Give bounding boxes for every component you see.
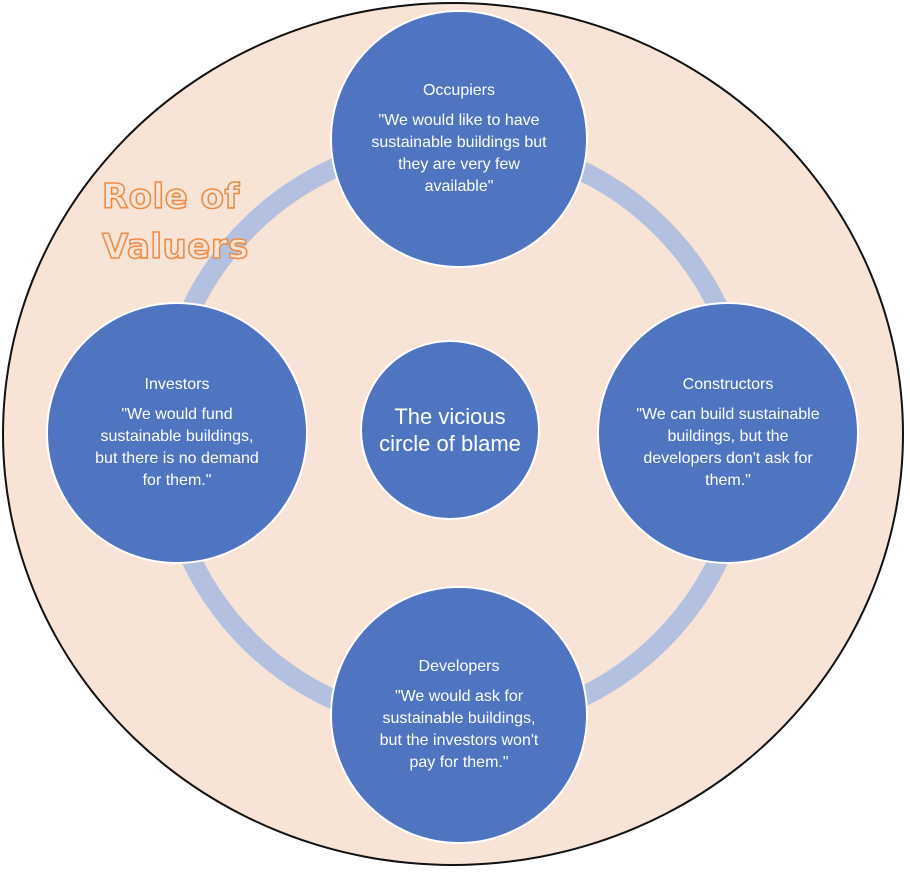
center-node: The vicious circle of blame: [360, 340, 540, 520]
developers-title: Developers: [418, 657, 500, 675]
constructors-quote: "We can build sustainable buildings, but…: [636, 405, 820, 489]
role-label-line-1: Role of: [101, 176, 240, 218]
investors-quote: "We would fund sustainable buildings, bu…: [95, 405, 259, 489]
constructors-title: Constructors: [682, 375, 774, 393]
investors-title: Investors: [144, 375, 210, 393]
role-of-valuers-label: Role of Valuers: [101, 172, 262, 272]
role-label-line-2: Valuers: [101, 226, 249, 268]
occupiers-quote: "We would like to have sustainable build…: [371, 111, 547, 195]
investors-node: Investors "We would fund sustainable bui…: [46, 302, 308, 564]
constructors-node: Constructors "We can build sustainable b…: [597, 302, 859, 564]
center-title: The vicious circle of blame: [379, 404, 521, 456]
developers-quote: "We would ask for sustainable buildings,…: [379, 687, 539, 771]
developers-node: Developers "We would ask for sustainable…: [330, 586, 588, 844]
occupiers-title: Occupiers: [422, 81, 496, 99]
occupiers-node: Occupiers "We would like to have sustain…: [330, 10, 588, 268]
